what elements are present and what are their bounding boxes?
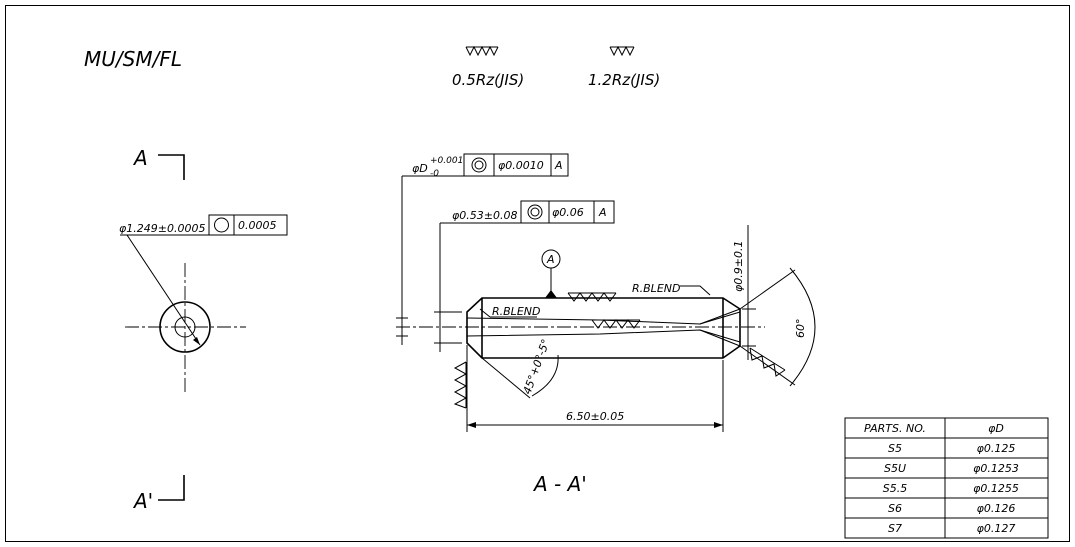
inner-tolerance: φ0.06 [552, 206, 584, 219]
inner-callout: φ0.53±0.08 φ0.06 A [434, 200, 615, 352]
inner-datum: A [598, 206, 607, 219]
inner-finish-icon [591, 319, 641, 329]
pin-side-view [396, 292, 765, 359]
parts-table: PARTS. NO. φD S5 φ0.125 S5U φ0.1253 S5.5… [844, 417, 1049, 539]
outer-dim: φ0.9±0.1 [732, 225, 756, 360]
view-caption: A - A' [532, 472, 587, 496]
blend-right: R.BLEND [632, 282, 711, 296]
side-finish-icon [453, 361, 468, 409]
material-spec: MU/SM/FL [84, 47, 182, 71]
surface-finish-2: 1.2Rz(JIS) [588, 45, 660, 89]
bore-base: φD [412, 162, 428, 175]
cut-marker-a-prime: A' [132, 475, 185, 513]
inner-dimension: φ0.53±0.08 [452, 209, 517, 222]
table-cell: S7 [888, 522, 902, 535]
drawing-border [5, 5, 1070, 542]
outer-dim-text: φ0.9±0.1 [732, 241, 745, 292]
datum-label: A [546, 253, 555, 266]
cut-label-a-prime: A' [132, 489, 153, 513]
arrow-right-icon [714, 422, 723, 428]
table-cell: φ0.1255 [973, 482, 1019, 495]
section-circle-view [120, 234, 246, 395]
surface-finish-1: 0.5Rz(JIS) [452, 45, 524, 89]
table-cell: φ0.125 [977, 442, 1016, 455]
chamfer-angle: 45°+0°-5° [453, 337, 559, 409]
length-dim: 6.50±0.05 [466, 345, 724, 432]
table-cell: S5U [884, 462, 906, 475]
tip-angle-text: 60° [794, 319, 807, 339]
bore-upper: +0.001 [430, 156, 463, 166]
table-cell: φ0.1253 [973, 462, 1019, 475]
table-cell: S6 [888, 502, 902, 515]
bore-callout: φD +0.001 -0 φ0.0010 A [396, 153, 569, 345]
table-cell: φ0.126 [977, 502, 1016, 515]
bore-datum: A [554, 159, 563, 172]
table-cell: φ0.127 [977, 522, 1016, 535]
top-finish-icon [567, 292, 617, 302]
tip-finish-icon [749, 347, 786, 377]
bore-tolerance: φ0.0010 [498, 159, 544, 172]
table-header-diameter: φD [988, 422, 1004, 435]
datum-triangle-icon [545, 290, 557, 298]
blend-right-label: R.BLEND [632, 282, 680, 295]
datum-a: A [541, 249, 561, 298]
tip-angle: 60° [739, 267, 816, 387]
circularity-dimension: φ1.249±0.0005 [119, 222, 205, 235]
circularity-icon [214, 217, 229, 233]
chamfer-angle-text: 45°+0°-5° [521, 337, 553, 396]
concentric-icon-2 [527, 204, 543, 220]
cut-label-a: A [132, 146, 148, 170]
arrow-left-icon [467, 422, 476, 428]
concentric-icon [471, 157, 487, 173]
table-cell: S5.5 [883, 482, 907, 495]
blend-left: R.BLEND [479, 305, 540, 318]
finish-value-2: 1.2Rz(JIS) [588, 71, 660, 89]
cut-marker-a: A [132, 146, 185, 180]
circularity-callout: φ1.249±0.0005 0.0005 [119, 214, 288, 236]
bore-lower: -0 [430, 169, 439, 179]
finish-value-1: 0.5Rz(JIS) [452, 71, 524, 89]
table-header-parts: PARTS. NO. [864, 422, 926, 435]
leader-arrow-icon [193, 337, 200, 345]
blend-left-label: R.BLEND [492, 305, 540, 318]
finish-symbol-4v-icon [465, 45, 499, 57]
table-cell: S5 [888, 442, 902, 455]
circularity-tolerance: 0.0005 [238, 219, 277, 232]
length-dim-text: 6.50±0.05 [566, 410, 624, 423]
finish-symbol-3v-icon [609, 45, 635, 57]
